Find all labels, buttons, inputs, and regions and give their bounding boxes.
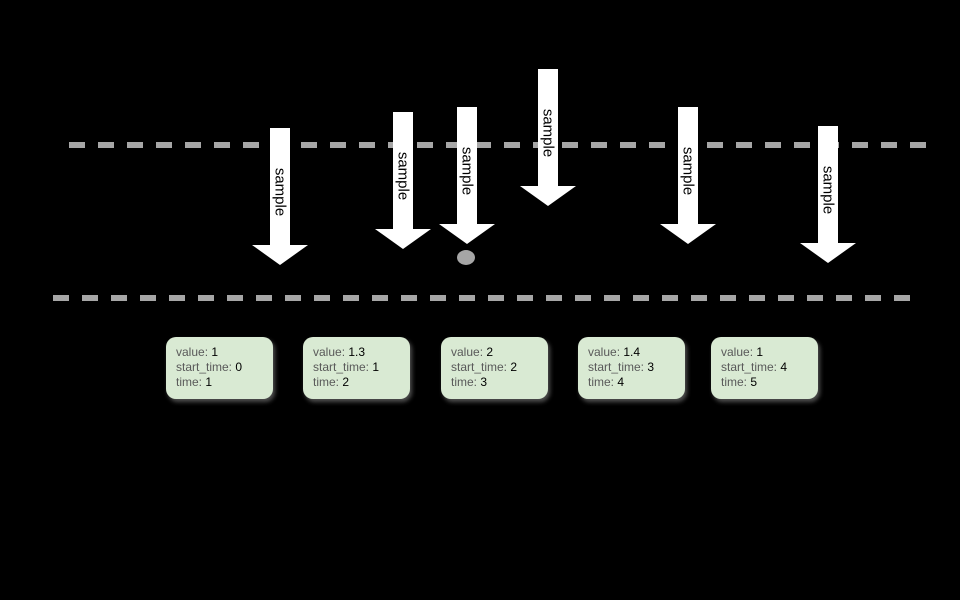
arrow-shaft <box>393 112 413 230</box>
record-card: value: 1 start_time: 4 time: 5 <box>711 337 818 399</box>
sample-arrow-label: sample <box>458 147 476 196</box>
record-field: start_time: 0 <box>176 360 273 375</box>
record-field: value: 1.4 <box>588 345 685 360</box>
record-card: value: 2 start_time: 2 time: 3 <box>441 337 548 399</box>
field-value: 1.3 <box>348 345 366 359</box>
field-label: start_time: <box>176 360 233 374</box>
sample-arrow-label: sample <box>271 168 289 217</box>
record-field: start_time: 4 <box>721 360 818 375</box>
field-value: 2 <box>342 375 350 389</box>
field-label: value: <box>721 345 754 359</box>
sample-arrow: sample <box>800 126 856 263</box>
field-value: 4 <box>617 375 625 389</box>
sample-arrow-label: sample <box>679 147 697 196</box>
sample-arrow-label: sample <box>819 166 837 215</box>
sample-arrow: sample <box>660 107 716 244</box>
field-value: 1 <box>756 345 764 359</box>
field-label: start_time: <box>451 360 508 374</box>
record-card: value: 1.4 start_time: 3 time: 4 <box>578 337 685 399</box>
arrow-shaft <box>538 69 558 187</box>
field-value: 5 <box>750 375 758 389</box>
sample-arrow: sample <box>439 107 495 244</box>
field-label: start_time: <box>588 360 645 374</box>
record-card: value: 1.3 start_time: 1 time: 2 <box>303 337 410 399</box>
field-value: 2 <box>486 345 494 359</box>
arrow-shaft <box>457 107 477 225</box>
sample-arrow-label: sample <box>539 109 557 158</box>
field-value: 1.4 <box>623 345 641 359</box>
record-field: time: 5 <box>721 375 818 390</box>
arrow-shaft <box>270 128 290 246</box>
field-value: 3 <box>647 360 655 374</box>
field-label: time: <box>176 375 203 389</box>
field-value: 0 <box>235 360 243 374</box>
field-value: 4 <box>780 360 788 374</box>
record-card: value: 1 start_time: 0 time: 1 <box>166 337 273 399</box>
field-value: 2 <box>510 360 518 374</box>
sample-arrow: sample <box>520 69 576 206</box>
record-field: time: 3 <box>451 375 548 390</box>
sample-arrow-label: sample <box>394 152 412 201</box>
field-value: 1 <box>372 360 380 374</box>
field-value: 1 <box>205 375 213 389</box>
arrow-down-icon <box>520 186 576 206</box>
arrow-down-icon <box>800 243 856 263</box>
field-label: time: <box>721 375 748 389</box>
field-value: 1 <box>211 345 219 359</box>
field-label: value: <box>451 345 484 359</box>
arrow-down-icon <box>375 229 431 249</box>
record-field: start_time: 1 <box>313 360 410 375</box>
record-field: time: 4 <box>588 375 685 390</box>
record-field: value: 1.3 <box>313 345 410 360</box>
field-label: time: <box>451 375 478 389</box>
field-label: start_time: <box>721 360 778 374</box>
sample-arrow: sample <box>252 128 308 265</box>
upper-dashed-line <box>69 142 926 148</box>
field-label: value: <box>176 345 209 359</box>
sampled-point-dot <box>457 250 475 265</box>
record-field: start_time: 2 <box>451 360 548 375</box>
field-value: 3 <box>480 375 488 389</box>
record-field: start_time: 3 <box>588 360 685 375</box>
lower-dashed-line <box>53 295 910 301</box>
field-label: value: <box>313 345 346 359</box>
arrow-shaft <box>818 126 838 244</box>
record-field: value: 2 <box>451 345 548 360</box>
record-field: time: 2 <box>313 375 410 390</box>
arrow-down-icon <box>439 224 495 244</box>
field-label: time: <box>588 375 615 389</box>
arrow-down-icon <box>660 224 716 244</box>
field-label: time: <box>313 375 340 389</box>
record-field: time: 1 <box>176 375 273 390</box>
sample-arrow: sample <box>375 112 431 249</box>
record-field: value: 1 <box>176 345 273 360</box>
record-field: value: 1 <box>721 345 818 360</box>
field-label: start_time: <box>313 360 370 374</box>
arrow-shaft <box>678 107 698 225</box>
field-label: value: <box>588 345 621 359</box>
arrow-down-icon <box>252 245 308 265</box>
